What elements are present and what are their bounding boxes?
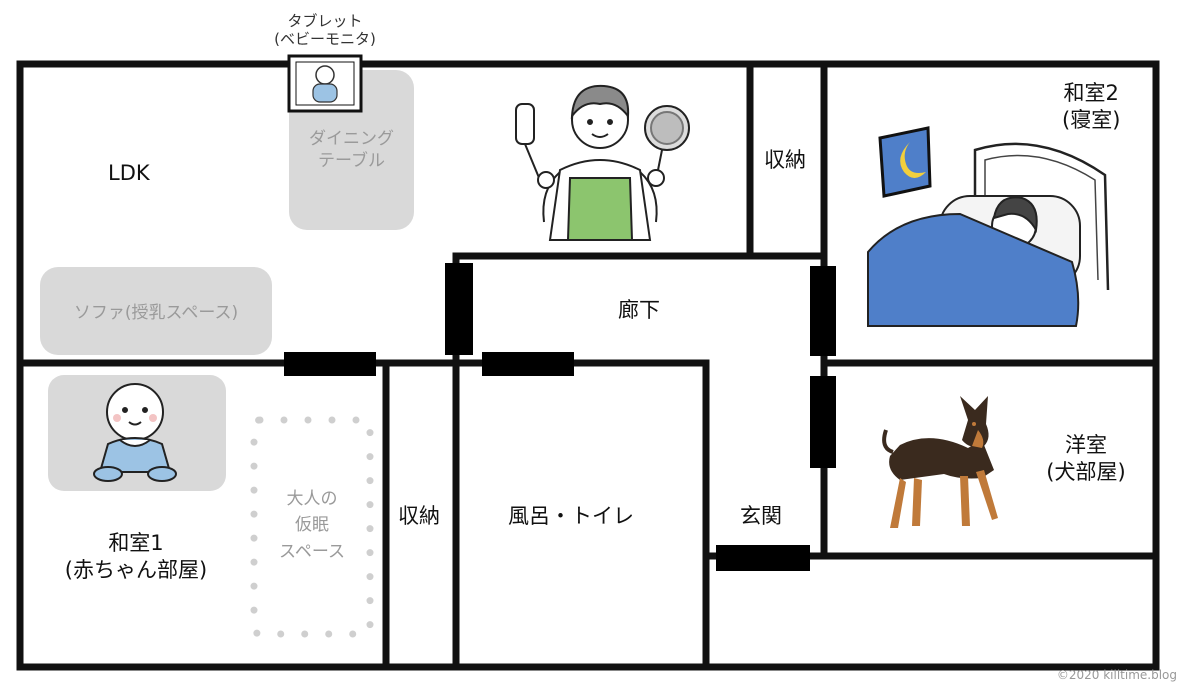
nap-space-outline (250, 416, 374, 638)
room-label-ldk: LDK (108, 161, 150, 185)
dog-icon (882, 396, 998, 528)
sofa-area (40, 267, 272, 355)
tablet-icon (287, 54, 363, 113)
room-label-yoshitsu-sub: (犬部屋) (1046, 460, 1126, 485)
sofa-label: ソファ(授乳スペース) (73, 303, 239, 323)
door-hallway-left (445, 263, 473, 355)
room-label-washitsu1: 和室1 (赤ちゃん部屋) (54, 530, 218, 585)
room-label-bath-toilet: 風呂・トイレ (508, 504, 634, 528)
sleeping-person-icon (867, 142, 1110, 327)
room-label-washitsu2: 和室2 (寝室) (1062, 80, 1120, 135)
room-label-yoshitsu-name: 洋室 (1065, 433, 1107, 457)
nap-space-label-line1: 大人の (286, 489, 338, 509)
door-washitsu2 (810, 266, 836, 356)
room-label-washitsu2-sub: (寝室) (1062, 108, 1121, 133)
cook-person-icon (515, 84, 690, 241)
room-label-washitsu1-name: 和室1 (108, 531, 164, 555)
tablet-label-line2: (ベビーモニタ) (274, 30, 376, 48)
copyright-credit: ©2020 killtime.blog (1056, 668, 1177, 682)
dining-table-label: ダイニング テーブル (289, 128, 414, 172)
dining-table-label-line2: テーブル (318, 151, 385, 172)
nap-space-label: 大人の 仮眠 スペース (262, 486, 362, 565)
room-label-yoshitsu: 洋室 (犬部屋) (1040, 432, 1132, 487)
room-label-storage-bottom: 収納 (398, 504, 440, 528)
door-bath (482, 352, 574, 376)
room-label-entrance: 玄関 (740, 504, 782, 528)
baby-icon (93, 383, 177, 482)
nap-space-label-line2: 仮眠 (295, 515, 329, 536)
dining-table-label-line1: ダイニング (309, 129, 394, 149)
doors (284, 263, 836, 571)
door-entrance (716, 545, 810, 571)
room-label-washitsu2-name: 和室2 (1063, 81, 1119, 105)
tablet-label: タブレット (ベビーモニタ) (255, 12, 395, 48)
door-yoshitsu (810, 376, 836, 468)
room-label-washitsu1-sub: (赤ちゃん部屋) (64, 558, 208, 583)
door-ldk-washitsu1 (284, 352, 376, 376)
nap-space-label-line3: スペース (279, 541, 345, 562)
moon-picture-icon (878, 126, 932, 198)
room-label-storage-top: 収納 (764, 148, 806, 172)
tablet-label-line1: タブレット (287, 12, 363, 30)
room-label-hallway: 廊下 (618, 298, 660, 322)
